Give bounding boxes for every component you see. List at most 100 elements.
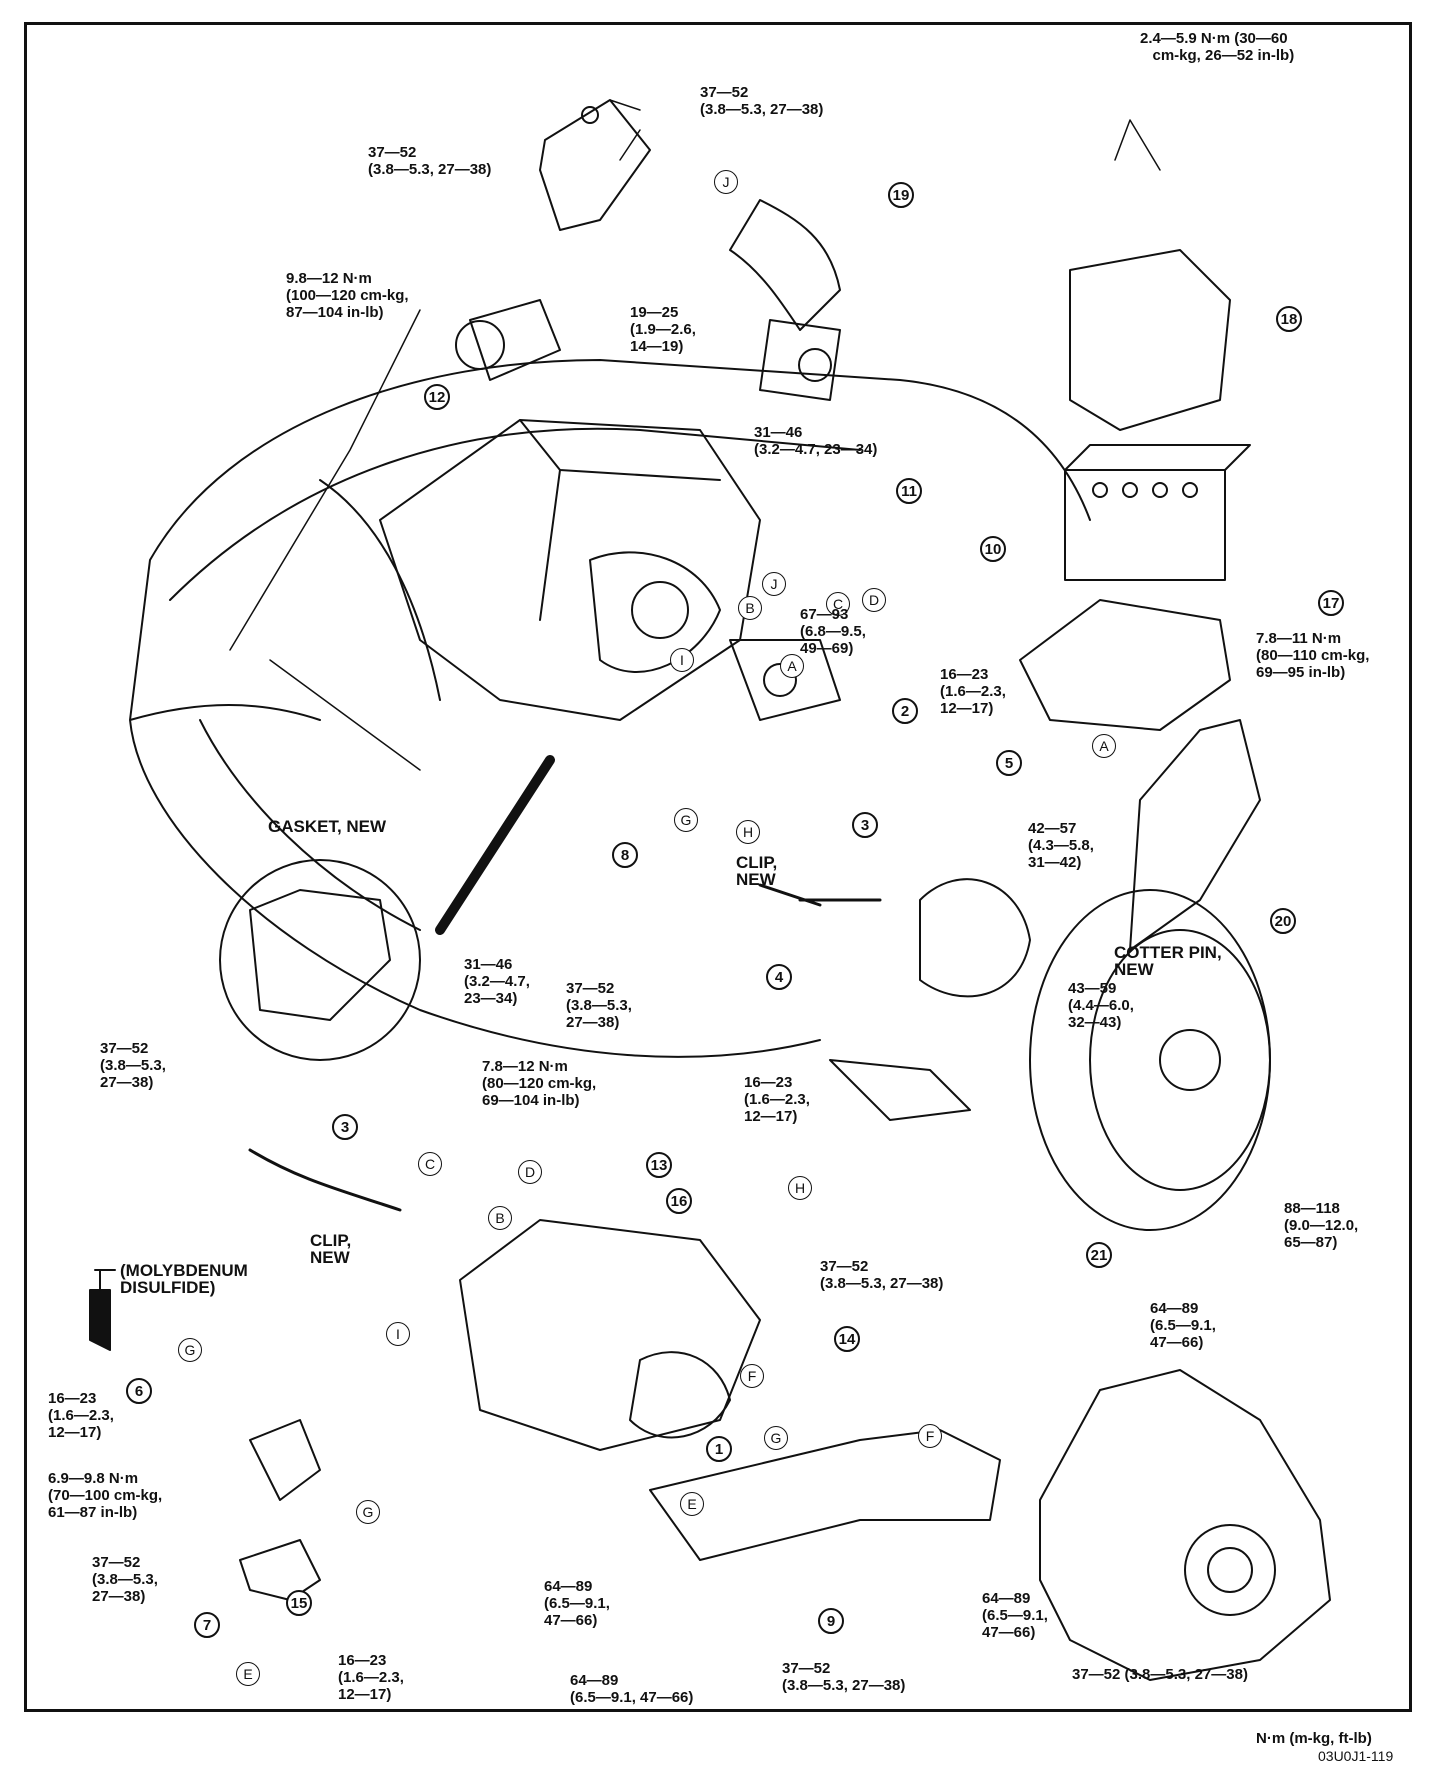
part-number-5: 5 [996, 750, 1022, 776]
engine-block [379, 419, 761, 721]
torque-starter-bolt: 19—25 (1.9—2.6, 14—19) [630, 304, 696, 355]
torque-exhaust-bolt: 37—52 (3.8—5.3, 27—38) [566, 980, 632, 1031]
part-number-6: 6 [126, 1378, 152, 1404]
torque-bracket-top: 37—52 (3.8—5.3, 27—38) [700, 84, 824, 118]
torque-left-bracket-bolt: 16—23 (1.6—2.3, 12—17) [48, 1390, 114, 1441]
part-number-3: 3 [852, 812, 878, 838]
ref-letter-c-lower: C [418, 1152, 442, 1176]
units-note: N·m (m-kg, ft-lb) [1256, 1730, 1372, 1747]
car-body-outline [129, 359, 1091, 1058]
torque-crossmember-center: 64—89 (6.5—9.1, 47—66) [544, 1578, 610, 1629]
part-number-7: 7 [194, 1612, 220, 1638]
part-number-10: 10 [980, 536, 1006, 562]
torque-tie-rod: 42—57 (4.3—5.8, 31—42) [1028, 820, 1094, 871]
part-number-2: 2 [892, 698, 918, 724]
part-number-18: 18 [1276, 306, 1302, 332]
lower-arm [829, 1059, 971, 1121]
ref-letter-f-crossmember: F [918, 1424, 942, 1448]
clutch-housing [1039, 1369, 1331, 1681]
ref-letter-i-lower: I [386, 1322, 410, 1346]
torque-wheel-nut: 88—118 (9.0—12.0, 65—87) [1284, 1200, 1359, 1251]
exhaust-pipe [435, 755, 555, 935]
shift-bracket [249, 1419, 321, 1501]
torque-crossmember-bottom: 64—89 (6.5—9.1, 47—66) [570, 1672, 694, 1706]
ref-letter-i-upper: I [670, 648, 694, 672]
torque-left-low-bolt: 37—52 (3.8—5.3, 27—38) [92, 1554, 158, 1605]
torque-exhaust-nut: 31—46 (3.2—4.7, 23—34) [464, 956, 530, 1007]
ref-letter-d-upper: D [862, 588, 886, 612]
torque-battery-nuts: 2.4—5.9 N·m (30—60 cm-kg, 26—52 in-lb) [1140, 30, 1295, 64]
battery [1064, 469, 1226, 581]
part-number-15: 15 [286, 1590, 312, 1616]
ref-letter-c-upper: C [826, 592, 850, 616]
ref-letter-b-upper: B [738, 596, 762, 620]
ref-letter-g-bottom: G [356, 1500, 380, 1524]
ref-letter-h-lower: H [788, 1176, 812, 1200]
upper-bracket [539, 99, 651, 231]
part-number-16: 16 [666, 1188, 692, 1214]
ref-letter-j-upper: J [714, 170, 738, 194]
battery-tray [1019, 599, 1231, 731]
part-number-4: 4 [766, 964, 792, 990]
note-gasket-new: GASKET, NEW [268, 817, 387, 836]
crossmember [649, 1429, 1001, 1561]
part-number-11: 11 [896, 478, 922, 504]
ref-letter-b-lower: B [488, 1206, 512, 1230]
wheel [1029, 889, 1271, 1231]
part-number-17: 17 [1318, 590, 1344, 616]
ref-letter-g-right: G [764, 1426, 788, 1450]
part-number-14: 14 [834, 1326, 860, 1352]
torque-mount-small: 16—23 (1.6—2.3, 12—17) [940, 666, 1006, 717]
torque-mount-nut: 67—93 (6.8—9.5, 49—69) [800, 606, 866, 657]
drive-shaft-upper [758, 883, 882, 907]
torque-inset-bolt: 37—52 (3.8—5.3, 27—38) [100, 1040, 166, 1091]
battery-box [1069, 249, 1231, 431]
part-number-20: 20 [1270, 908, 1296, 934]
diagram-frame [24, 22, 1412, 1712]
torque-shift-bolt-b: 16—23 (1.6—2.3, 12—17) [744, 1074, 810, 1125]
part-number-3-lower: 3 [332, 1114, 358, 1140]
figure-code: 03U0J1-119 [1318, 1748, 1394, 1764]
torque-shift-bolt-a: 7.8—12 N·m (80—120 cm-kg, 69—104 in-lb) [482, 1058, 597, 1109]
torque-trans-bolt-right: 64—89 (6.5—9.1, 47—66) [1150, 1300, 1216, 1351]
torque-clutch-bolt: 6.9—9.8 N·m (70—100 cm-kg, 61—87 in-lb) [48, 1470, 163, 1521]
inset-detail [219, 859, 421, 1061]
part-number-19: 19 [888, 182, 914, 208]
part-number-8: 8 [612, 842, 638, 868]
torque-crossmember-mid: 37—52 (3.8—5.3, 27—38) [782, 1660, 906, 1694]
air-intake-hose [729, 199, 841, 331]
torque-housing-bolts: 37—52 (3.8—5.3, 27—38) [1072, 1666, 1248, 1683]
note-clip-new-lower: CLIP, NEW [310, 1231, 352, 1267]
torque-battery-bracket: 7.8—11 N·m (80—110 cm-kg, 69—95 in-lb) [1256, 630, 1370, 681]
part-number-21: 21 [1086, 1242, 1112, 1268]
torque-trans-bolt-mid: 37—52 (3.8—5.3, 27—38) [820, 1258, 944, 1292]
ref-letter-e-lower: E [236, 1662, 260, 1686]
part-number-9: 9 [818, 1608, 844, 1634]
ref-letter-f-right: F [740, 1364, 764, 1388]
grease-bottle [89, 1289, 111, 1351]
ref-letter-g-left: G [178, 1338, 202, 1362]
torque-starter-nut: 9.8—12 N·m (100—120 cm-kg, 87—104 in-lb) [286, 270, 409, 321]
drive-shaft-lower [248, 1148, 402, 1212]
starter-motor [469, 299, 561, 381]
part-number-12: 12 [424, 384, 450, 410]
ref-letter-g-upper: G [674, 808, 698, 832]
ref-letter-e-crossmember: E [680, 1492, 704, 1516]
torque-lower-arm: 43—59 (4.4—6.0, 32—43) [1068, 980, 1134, 1031]
note-grease: (MOLYBDENUM DISULFIDE) [120, 1261, 248, 1297]
part-number-1: 1 [706, 1436, 732, 1462]
ref-letter-d-lower: D [518, 1160, 542, 1184]
ref-letter-j-lower: J [762, 572, 786, 596]
torque-crossmember-right: 64—89 (6.5—9.1, 47—66) [982, 1590, 1048, 1641]
part-number-13: 13 [646, 1152, 672, 1178]
ref-letter-h-upper: H [736, 820, 760, 844]
note-cotter-pin-new: COTTER PIN, NEW [1114, 943, 1222, 979]
splash-shield [1129, 719, 1261, 951]
torque-hose-nut: 31—46 (3.2—4.7, 23—34) [754, 424, 878, 458]
ref-letter-a-upper: A [780, 654, 804, 678]
engine-mount [729, 639, 841, 721]
torque-bottom-bolt: 16—23 (1.6—2.3, 12—17) [338, 1652, 404, 1703]
transmission [459, 1219, 761, 1451]
note-clip-new-upper: CLIP, NEW [736, 853, 778, 889]
